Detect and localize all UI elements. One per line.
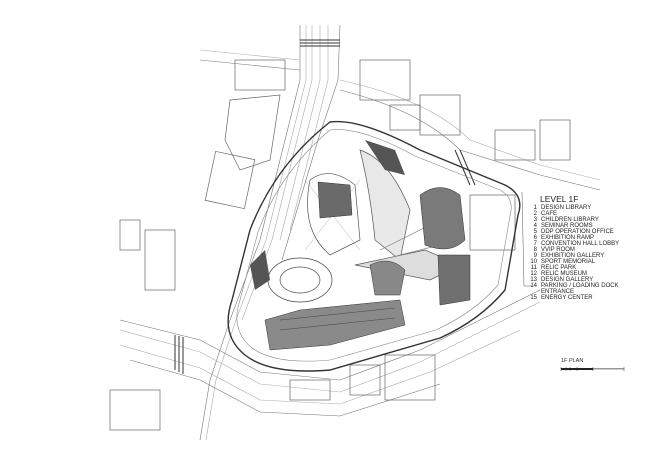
road-south bbox=[119, 289, 541, 417]
scale-bar bbox=[560, 367, 625, 371]
legend-title: LEVEL 1F bbox=[540, 194, 579, 204]
leader-lines bbox=[521, 191, 532, 287]
plan-label: 1F PLAN bbox=[561, 358, 584, 364]
road-west bbox=[199, 24, 341, 441]
site-boundary bbox=[227, 120, 521, 372]
surrounding-buildings bbox=[109, 59, 571, 431]
site-buildings bbox=[250, 140, 471, 351]
